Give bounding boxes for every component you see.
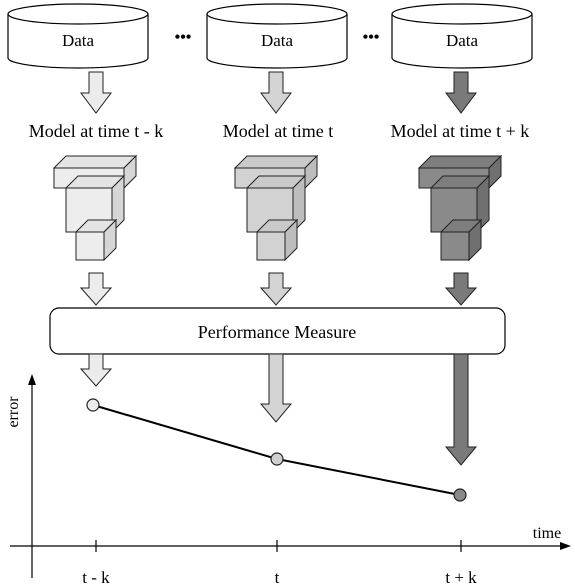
performance-measure-box: Performance Measure bbox=[49, 307, 506, 355]
x-tick-label: t bbox=[275, 568, 280, 587]
model-layer-bottom bbox=[74, 218, 118, 262]
model-layer-bottom bbox=[255, 218, 299, 262]
arrow-down-icon bbox=[80, 71, 112, 114]
arrow-down-icon bbox=[79, 353, 113, 387]
data-label: Data bbox=[261, 31, 294, 50]
performance-measure-label: Performance Measure bbox=[198, 322, 356, 342]
x-axis-label: time bbox=[533, 525, 561, 542]
error-point-t-minus-k bbox=[86, 398, 100, 412]
model-layer-bottom bbox=[439, 218, 483, 262]
data-store-2: Data bbox=[206, 3, 348, 69]
model-label-t-plus-k: Model at time t + k bbox=[391, 121, 530, 141]
model-blocks bbox=[52, 154, 503, 262]
data-store-1: Data bbox=[7, 3, 149, 69]
arrow-down-icon bbox=[260, 71, 292, 114]
arrow-down-icon bbox=[445, 71, 477, 114]
arrow-down-icon bbox=[79, 272, 113, 306]
model-block bbox=[52, 154, 138, 262]
model-block bbox=[417, 154, 503, 262]
model-block bbox=[233, 154, 319, 262]
model-label-t: Model at time t bbox=[223, 121, 333, 141]
error-point-t-plus-k bbox=[453, 488, 467, 502]
ellipsis-1: ••• bbox=[175, 29, 192, 46]
y-axis-arrowhead bbox=[28, 374, 36, 385]
x-axis-arrowhead bbox=[560, 542, 571, 550]
x-tick-label: t + k bbox=[445, 568, 477, 587]
arrow-down-icon bbox=[259, 272, 293, 306]
x-tick-label: t - k bbox=[82, 568, 110, 587]
data-label: Data bbox=[446, 31, 479, 50]
arrow-down-icon bbox=[444, 272, 478, 306]
error-plot: error time t - k t t + k bbox=[5, 374, 571, 587]
y-axis-label: error bbox=[5, 396, 22, 428]
arrow-down-icon bbox=[259, 353, 293, 423]
ellipsis-2: ••• bbox=[363, 29, 380, 46]
error-point-t bbox=[270, 452, 284, 466]
model-label-t-minus-k: Model at time t - k bbox=[29, 121, 163, 141]
data-store-3: Data bbox=[391, 3, 533, 69]
arrow-down-icon bbox=[444, 353, 478, 466]
data-label: Data bbox=[62, 31, 95, 50]
